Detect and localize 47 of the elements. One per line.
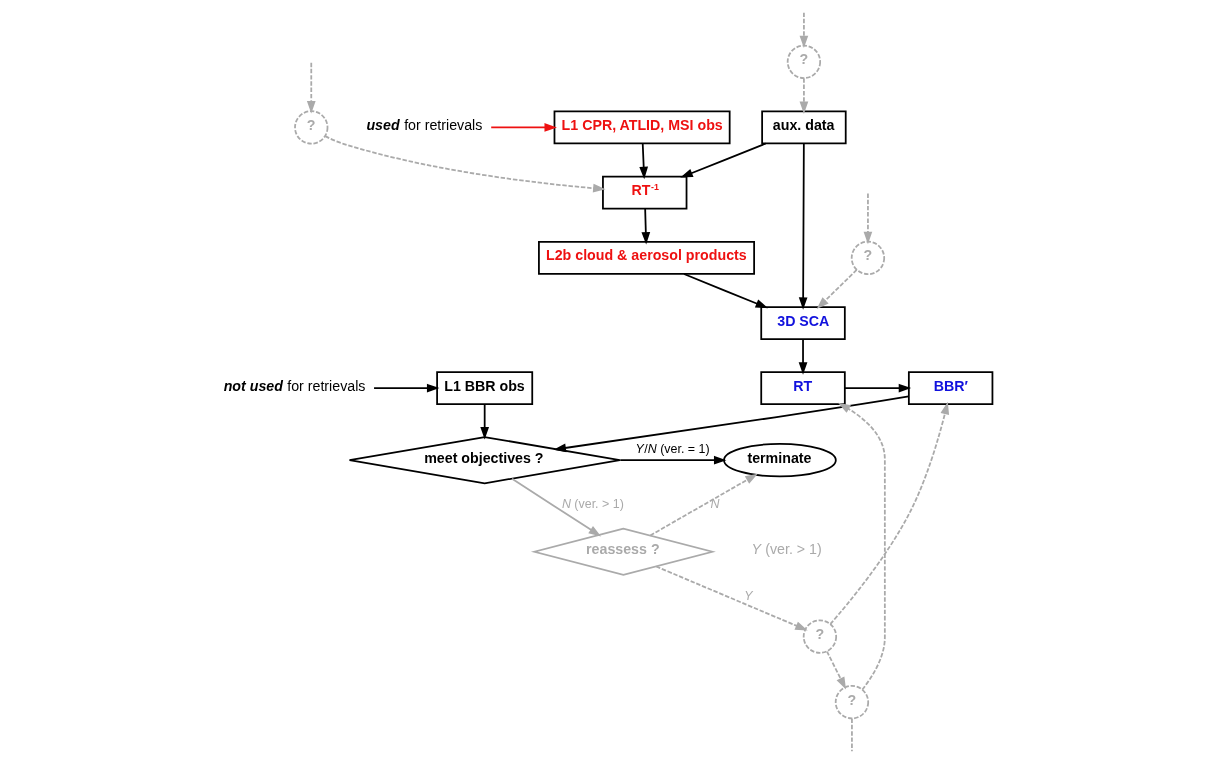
edge-label: Y/N (ver. = 1) — [634, 442, 710, 457]
node-box: L1 BBR obs — [435, 371, 533, 405]
node-circle: ? — [802, 619, 837, 654]
arrow — [372, 383, 439, 393]
node-circle: ? — [293, 110, 328, 145]
node-circle: ? — [834, 685, 869, 720]
arrow — [798, 338, 807, 375]
node-box: RT$^{-1}$ — [601, 175, 687, 210]
arrow — [799, 77, 808, 115]
label: Y (ver. > 1) — [750, 541, 822, 558]
edge-label: N (ver. > 1) — [561, 497, 624, 512]
arrow — [510, 477, 601, 537]
arrow — [825, 650, 846, 690]
edge-label: N — [710, 497, 720, 512]
arrow — [640, 208, 650, 245]
node-text: not used for retrievals — [223, 377, 365, 394]
arrow — [553, 395, 910, 453]
arrow — [682, 273, 768, 309]
arrow — [618, 455, 726, 465]
arrow — [863, 192, 872, 245]
node-text: used for retrievals — [365, 116, 482, 133]
node-ellipse: terminate — [722, 443, 837, 478]
arrow — [843, 383, 911, 393]
node-box: L1 CPR, ATLID, MSI obs — [553, 110, 731, 145]
node-box: BBR′ — [907, 371, 993, 405]
arrow — [638, 142, 648, 180]
arrow — [679, 142, 767, 178]
arrow — [799, 11, 808, 49]
edge-label: Y — [743, 588, 753, 603]
node-circle: ? — [850, 240, 885, 276]
node-box: 3D SCA — [759, 306, 846, 341]
arrow — [837, 402, 886, 691]
node-circle: ? — [786, 44, 821, 79]
arrow — [323, 135, 606, 193]
arrow — [306, 61, 316, 114]
arrow — [489, 123, 557, 132]
node-box: L2b cloud & aerosol products — [537, 241, 755, 275]
arrow — [479, 403, 489, 440]
node-diamond: meet objectives ? — [348, 436, 621, 485]
arrow — [648, 473, 758, 537]
arrow — [654, 565, 808, 631]
arrow — [798, 142, 807, 310]
arrow — [816, 269, 857, 309]
node-box: RT — [759, 371, 846, 405]
connector — [850, 717, 853, 753]
node-box: aux. data — [760, 110, 847, 145]
arrow — [829, 401, 949, 625]
